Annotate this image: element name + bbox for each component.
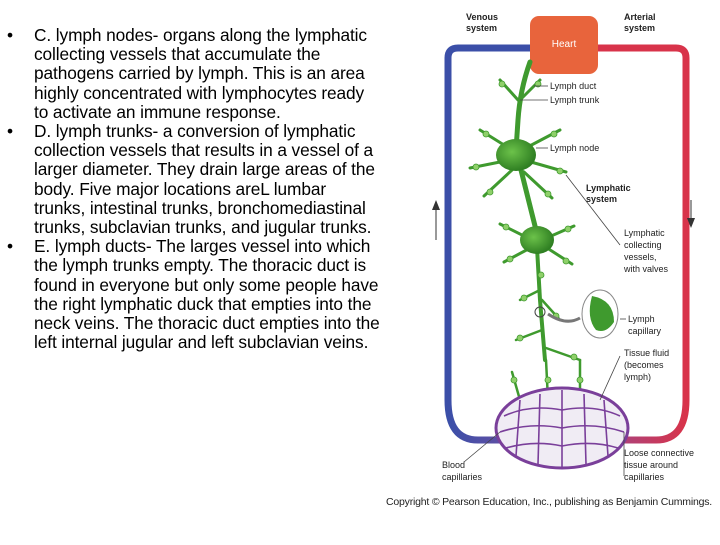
collecting-vessels-label-2: collecting <box>624 240 662 250</box>
text-pane: • C. lymph nodes- organs along the lymph… <box>0 26 380 476</box>
collecting-vessels-label-3: vessels, <box>624 252 657 262</box>
bullet-lymph-ducts: • E. lymph ducts- The larges vessel into… <box>0 237 380 352</box>
copyright-notice: Copyright © Pearson Education, Inc., pub… <box>386 496 713 508</box>
collecting-vessels-label: Lymphatic <box>624 228 665 238</box>
venous-vessel <box>444 44 530 400</box>
venous-system-label-2: system <box>466 23 497 33</box>
loose-tissue-label: Loose connective <box>624 448 694 458</box>
lymph-trunk-label: Lymph trunk <box>550 95 600 105</box>
lymphatic-diagram: Heart <box>386 0 720 540</box>
bullet-lymph-trunks: • D. lymph trunks- a conversion of lymph… <box>0 121 380 238</box>
loose-tissue-label-3: capillaries <box>624 472 665 482</box>
lymphatic-system-label-2: system <box>586 194 617 204</box>
bullet-marker: • <box>7 121 13 142</box>
arrow-down-icon <box>687 200 695 228</box>
blood-capillaries-label: Blood <box>442 460 465 470</box>
leader-lines <box>463 85 626 476</box>
arterial-system-label: Arterial <box>624 12 656 22</box>
blood-capillaries-label-2: capillaries <box>442 472 483 482</box>
tissue-fluid-label-2: (becomes <box>624 360 664 370</box>
capillary-mesh <box>499 390 625 468</box>
bullet-marker: • <box>7 26 13 45</box>
lymph-duct-label: Lymph duct <box>550 81 597 91</box>
heart-box <box>530 16 598 74</box>
lymphatic-system-label: Lymphatic <box>586 183 631 193</box>
lymphatic-diagram-svg: Heart <box>432 12 695 482</box>
heart-label: Heart <box>552 39 577 50</box>
bullet-marker: • <box>7 236 13 257</box>
magnify-arrow <box>547 312 581 323</box>
bullet-text: C. lymph nodes- organs along the lymphat… <box>34 26 367 122</box>
lymph-capillary-icon <box>589 296 614 331</box>
lymph-node-lower <box>520 226 554 254</box>
arterial-vessel <box>598 44 690 400</box>
tissue-fluid-label: Tissue fluid <box>624 348 669 358</box>
lymph-node-label: Lymph node <box>550 143 599 153</box>
arterial-system-label-2: system <box>624 23 655 33</box>
loose-tissue-label-2: tissue around <box>624 460 678 470</box>
lymph-capillary-label-2: capillary <box>628 326 662 336</box>
bullet-list: • C. lymph nodes- organs along the lymph… <box>0 26 380 352</box>
bullet-text: D. lymph trunks- a conversion of lymphat… <box>34 121 375 238</box>
magnify-circle <box>534 306 546 318</box>
venous-system-label: Venous <box>466 12 498 22</box>
bullet-lymph-nodes: • C. lymph nodes- organs along the lymph… <box>0 26 380 122</box>
lymph-capillary-label: Lymph <box>628 314 655 324</box>
tissue-fluid-label-3: lymph) <box>624 372 651 382</box>
bullet-text: E. lymph ducts- The larges vessel into w… <box>34 236 380 353</box>
lymph-node-upper <box>496 139 536 171</box>
collecting-vessels-label-4: with valves <box>623 264 669 274</box>
diagram-labels: Venous system Arterial system Lymph duct… <box>442 12 694 482</box>
arrow-up-icon <box>432 200 440 240</box>
